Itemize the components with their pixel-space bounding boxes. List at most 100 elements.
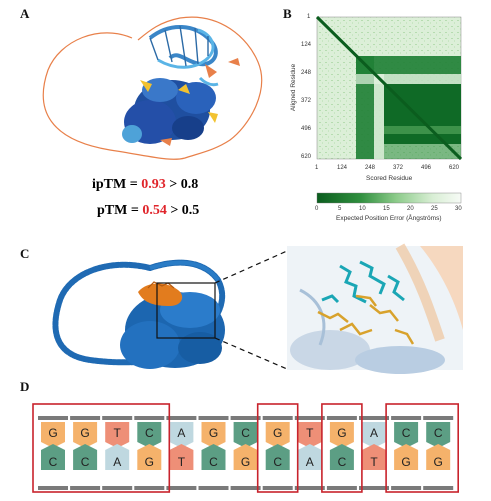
iptm-value: 0.93	[141, 177, 166, 192]
base-top	[201, 422, 226, 448]
backbone-top	[359, 416, 389, 420]
base-bottom	[233, 444, 258, 470]
backbone-bottom	[166, 486, 197, 490]
base-pair: CG	[134, 416, 165, 490]
backbone-top	[102, 416, 133, 420]
panel-label-b: B	[283, 6, 292, 21]
iptm-equals: =	[126, 177, 142, 192]
base-top	[105, 422, 130, 448]
ptm-metric: pTM = 0.54 > 0.5	[97, 203, 199, 219]
base-pair: TA	[294, 416, 325, 490]
pae-y-tick: 620	[301, 154, 312, 160]
backbone-bottom	[134, 486, 165, 490]
base-pair: GC	[70, 416, 101, 490]
base-top-letter: G	[337, 426, 346, 440]
base-top	[329, 422, 354, 448]
colorbar-title: Expected Position Error (Ångströms)	[336, 215, 442, 222]
backbone-top	[198, 416, 229, 420]
base-top	[362, 422, 386, 448]
base-top-letter: G	[209, 426, 218, 440]
base-top	[137, 422, 162, 448]
base-bottom	[201, 444, 226, 470]
base-bottom-letter: C	[338, 455, 347, 469]
colorbar-tick: 10	[359, 206, 366, 212]
base-top	[297, 422, 322, 448]
pae-x-tick: 620	[449, 165, 460, 171]
pae-x-tick: 372	[393, 165, 404, 171]
highlight-box	[321, 403, 363, 493]
backbone-top	[134, 416, 165, 420]
backbone-top	[294, 416, 325, 420]
base-bottom-letter: G	[401, 455, 410, 469]
base-top-letter: T	[114, 426, 122, 440]
base-bottom	[329, 444, 354, 470]
base-bottom-letter: C	[273, 455, 282, 469]
backbone-bottom	[102, 486, 133, 490]
base-bottom-letter: G	[434, 455, 443, 469]
base-top-letter: G	[48, 426, 57, 440]
surface-loop	[52, 259, 226, 366]
highlight-box	[385, 403, 460, 493]
base-bottom	[105, 444, 130, 470]
base-top-letter: T	[306, 426, 314, 440]
backbone-bottom	[70, 486, 101, 490]
panel-label-c: C	[20, 246, 30, 261]
zoom-inset	[287, 246, 463, 370]
base-pair: GC	[326, 416, 357, 490]
pae-y-tick: 372	[301, 98, 312, 104]
base-top-letter: G	[80, 426, 89, 440]
highlight-box	[256, 403, 299, 493]
base-pair: CG	[230, 416, 261, 490]
ptm-equals: =	[127, 203, 143, 218]
base-bottom-letter: A	[306, 455, 314, 469]
backbone-top	[230, 416, 261, 420]
base-top-letter: C	[241, 426, 250, 440]
base-bottom-letter: T	[370, 455, 378, 469]
base-top	[426, 422, 451, 448]
backbone-bottom	[391, 486, 422, 490]
ptm-label: pTM	[97, 203, 128, 218]
pae-x-axis-title: Scored Residue	[366, 175, 413, 182]
base-bottom	[426, 444, 451, 470]
base-top-letter: A	[177, 426, 185, 440]
base-bottom	[137, 444, 162, 470]
pae-y-tick: 248	[301, 70, 312, 76]
backbone-bottom	[294, 486, 325, 490]
base-bottom	[41, 444, 65, 470]
ptm-value: 0.54	[142, 203, 167, 218]
base-pair: AT	[359, 416, 389, 490]
pae-y-axis-title: Aligned Residue	[290, 63, 298, 112]
base-pair: GC	[262, 416, 293, 490]
backbone-top	[262, 416, 293, 420]
backbone-bottom	[359, 486, 389, 490]
iptm-threshold: > 0.8	[165, 177, 199, 192]
backbone-top	[70, 416, 101, 420]
base-top	[233, 422, 258, 448]
backbone-top	[38, 416, 68, 420]
pae-x-tick: 124	[337, 165, 348, 171]
base-bottom	[297, 444, 322, 470]
base-bottom-letter: G	[145, 455, 154, 469]
backbone-bottom	[423, 486, 454, 490]
backbone-bottom	[38, 486, 68, 490]
base-bottom-letter: A	[113, 455, 121, 469]
base-top	[41, 422, 65, 448]
backbone-top	[326, 416, 357, 420]
backbone-top	[391, 416, 422, 420]
base-bottom-letter: G	[241, 455, 250, 469]
base-top	[73, 422, 98, 448]
base-top-letter: C	[402, 426, 411, 440]
base-top-letter: C	[434, 426, 443, 440]
pae-x-tick: 1	[315, 165, 319, 171]
backbone-top	[166, 416, 197, 420]
iptm-metric: ipTM = 0.93 > 0.8	[92, 177, 198, 193]
pae-y-tick: 496	[301, 126, 312, 132]
pae-x-tick: 248	[365, 165, 376, 171]
base-bottom-letter: C	[209, 455, 218, 469]
base-bottom-letter: C	[49, 455, 58, 469]
disordered-loop	[42, 16, 263, 160]
base-top-letter: G	[273, 426, 282, 440]
colorbar-tick: 0	[315, 206, 319, 212]
